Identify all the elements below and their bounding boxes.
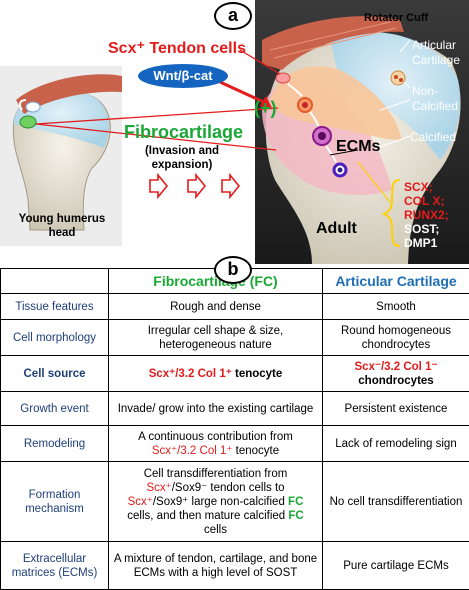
row-label-growth: Growth event [1, 392, 109, 426]
young-tendon-spot [26, 102, 40, 112]
cell-ac-remodeling: Lack of remodeling sign [323, 426, 469, 462]
ecm-marker: RUNX2; [404, 208, 449, 222]
panel-b-label: b [214, 256, 252, 284]
header-empty [1, 269, 109, 294]
scx-tendon-label: Scx⁺ Tendon cells [108, 38, 246, 58]
cell-ac-morphology: Round homogeneous chondrocytes [323, 320, 469, 356]
cell-fc-ecm: A mixture of tendon, cartilage, and bone… [109, 542, 323, 590]
cell-ac-source: Scx⁻/3.2 Col 1⁻chondrocytes [323, 356, 469, 392]
wnt-label: Wnt/β-cat [152, 68, 214, 83]
row-label-tissue: Tissue features [1, 294, 109, 320]
table-row: Cell morphology Irregular cell shape & s… [1, 320, 469, 356]
row-label-cell-source: Cell source [1, 356, 109, 392]
invasion-label: (Invasion and expansion) [128, 144, 236, 172]
ecm-marker-list: SCX; COL X; RUNX2; SOST; DMP1 [404, 180, 449, 250]
cell-fc-morphology: Irregular cell shape & size, heterogeneo… [109, 320, 323, 356]
ecms-label: ECMs [336, 138, 380, 156]
cell-ac-ecm: Pure cartilage ECMs [323, 542, 469, 590]
articular-cartilage-label: Articular Cartilage [412, 38, 460, 68]
row-label-morphology: Cell morphology [1, 320, 109, 356]
calcified-label: Calcified [410, 130, 456, 144]
tendon-cell [276, 73, 290, 83]
positive-regulation-label: (+) [254, 98, 277, 119]
cell-ac-formation: No cell transdifferentiation [323, 462, 469, 542]
non-calcified-label: Non- Calcified [412, 84, 458, 114]
table-row: Cell source Scx⁺/3.2 Col 1⁺ tenocyte Scx… [1, 356, 469, 392]
ecm-marker: SCX; [404, 180, 449, 194]
comparison-table: Fibrocartilage (FC) Articular Cartilage … [0, 268, 469, 590]
cell-ac-tissue: Smooth [323, 294, 469, 320]
chondrocyte [391, 71, 405, 85]
expansion-arrows [150, 175, 239, 197]
table-row: Tissue features Rough and dense Smooth [1, 294, 469, 320]
cell-fc-source: Scx⁺/3.2 Col 1⁺ tenocyte [109, 356, 323, 392]
ecm-marker: DMP1 [404, 236, 449, 250]
cell-fc-growth: Invade/ grow into the existing cartilage [109, 392, 323, 426]
fibrocartilage-label: Fibrocartilage [124, 122, 243, 143]
young-humerus-label: Young humerus head [8, 212, 116, 240]
cell-fc-tissue: Rough and dense [109, 294, 323, 320]
ecm-marker: COL X; [404, 194, 449, 208]
cell-ac-growth: Persistent existence [323, 392, 469, 426]
ecm-marker: SOST; [404, 222, 449, 236]
rotator-cuff-label: Rotator Cuff [364, 12, 428, 24]
panel-a-label: a [214, 2, 252, 30]
cell-fc-formation: Cell transdifferentiation from Scx⁺/Sox9… [109, 462, 323, 542]
table-row: Growth event Invade/ grow into the exist… [1, 392, 469, 426]
adult-label: Adult [316, 220, 357, 238]
row-label-remodeling: Remodeling [1, 426, 109, 462]
young-fc-spot [20, 116, 36, 128]
panel-a: a Rotator Cuff Articular Cartilage Scx⁺ … [0, 0, 469, 264]
header-articular-cartilage: Articular Cartilage [323, 269, 469, 294]
table-row: Remodeling A continuous contribution fro… [1, 426, 469, 462]
